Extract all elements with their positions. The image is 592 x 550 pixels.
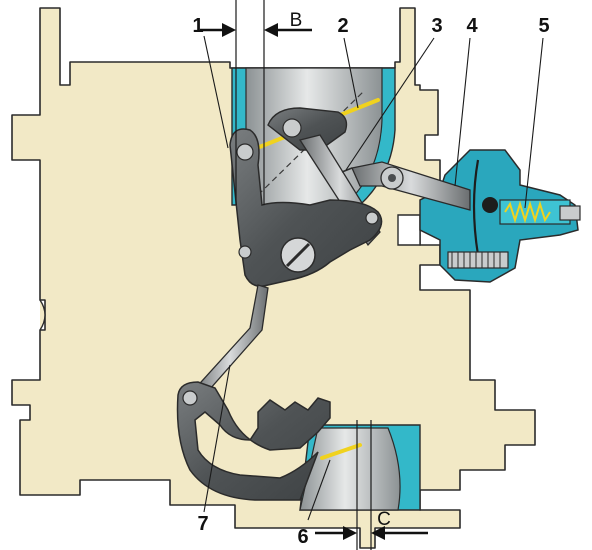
adjusting-screw-lower (447, 251, 509, 269)
section-arrow-top-right-head (264, 23, 278, 37)
callout-1: 1 (192, 15, 203, 37)
leader-line-5 (524, 37, 544, 209)
actuator-rod-pin-hole (388, 174, 396, 182)
housing-left-notch (39, 299, 46, 331)
leader-line-6 (307, 459, 331, 521)
actuator-stem-cross (482, 197, 498, 213)
section-arrows-top (200, 23, 312, 37)
leader-line-2 (343, 37, 359, 109)
adjusting-screw-upper (559, 205, 581, 221)
upper-lever-pivot (282, 118, 302, 138)
secondary-lever-pin (182, 390, 198, 406)
throttle-axle-screw-slot (285, 242, 311, 268)
leader-line-3 (345, 37, 435, 171)
housing-right-slot (397, 214, 421, 246)
upper-lever (267, 107, 348, 151)
callout-2: 2 (337, 15, 348, 37)
actuator-spring (504, 200, 551, 224)
section-arrow-top-left-head (222, 23, 236, 37)
adjusting-screw-lower-thread (451, 252, 501, 268)
section-mark-bottom: С (377, 509, 391, 530)
throttle-lever (229, 128, 383, 287)
section-arrows-bottom (315, 526, 428, 540)
section-mark-top: В (290, 10, 303, 31)
vacuum-actuator (419, 149, 581, 283)
link-spring-wire (341, 167, 353, 173)
actuator-diaphragm (472, 159, 480, 256)
callout-3: 3 (431, 15, 442, 37)
actuator-body (419, 149, 579, 283)
leader-line-4 (454, 37, 471, 187)
throttle-lever-right-pin (365, 211, 379, 225)
leader-line-7 (203, 364, 231, 513)
leader-lines (203, 35, 544, 521)
lower-bore-wall (299, 427, 401, 511)
throttle-lever-mid-pin (238, 245, 252, 259)
lower-throttle-plate (320, 443, 362, 460)
section-arrow-bottom-right-head (371, 526, 385, 540)
leader-line-1 (203, 35, 229, 149)
section-arrow-bottom-left-head (343, 526, 357, 540)
callout-4: 4 (466, 15, 478, 37)
callout-5: 5 (538, 15, 549, 37)
callout-6: 6 (297, 526, 308, 548)
callout-7: 7 (197, 513, 208, 535)
throttle-lever-upper-pin (236, 143, 254, 161)
